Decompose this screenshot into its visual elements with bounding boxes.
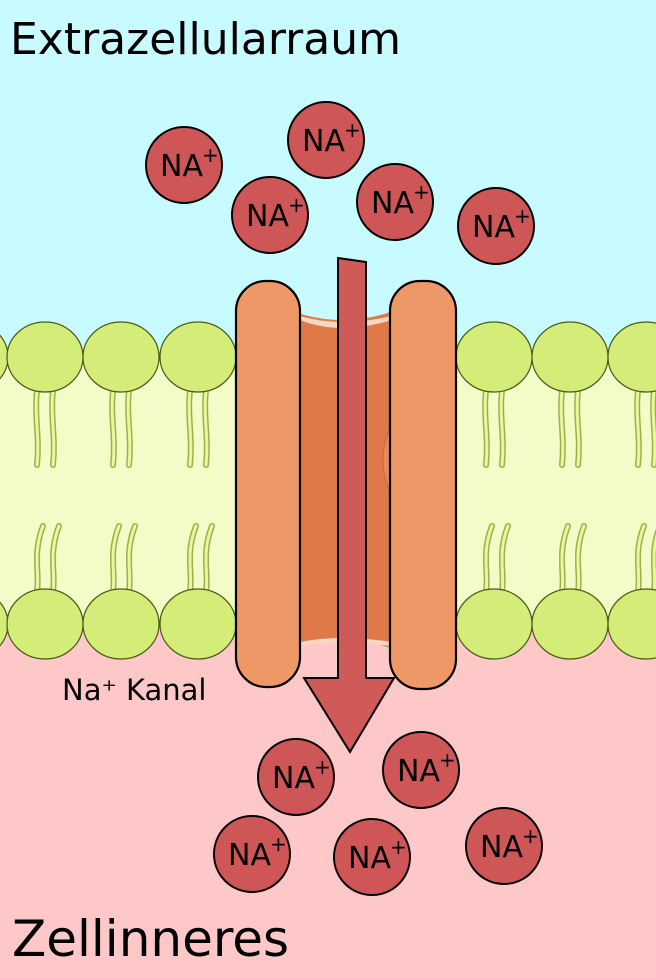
channel-subunit-left xyxy=(234,279,302,689)
lipid-head xyxy=(531,321,609,393)
intracellular-label: Zellinneres xyxy=(12,910,290,968)
ion-label: NA xyxy=(371,186,414,221)
ion-charge: + xyxy=(413,180,430,204)
lipid-tail-highlight xyxy=(34,388,40,467)
lipid-tail-highlight xyxy=(51,524,61,593)
ion-charge: + xyxy=(270,832,287,856)
ion-charge: + xyxy=(288,193,305,217)
ion-circle xyxy=(333,818,411,896)
sodium-ion: NA+ xyxy=(356,163,434,241)
lipid-tail-highlight xyxy=(635,388,641,467)
sodium-ion: NA+ xyxy=(287,101,365,179)
ion-charge: + xyxy=(522,824,539,848)
ion-circle xyxy=(213,815,291,893)
sodium-channel xyxy=(234,256,458,754)
ion-circle xyxy=(457,187,535,265)
ion-circle xyxy=(231,176,309,254)
ion-circle xyxy=(287,101,365,179)
channel-subunit-right xyxy=(388,279,458,691)
extracellular-label: Extrazellularraum xyxy=(10,14,401,65)
ion-label: NA xyxy=(302,124,345,159)
ion-charge: + xyxy=(390,835,407,859)
ion-flow-arrow xyxy=(302,256,396,754)
ion-charge: + xyxy=(439,748,456,772)
sodium-ion: NA+ xyxy=(257,738,335,816)
lipid-tail-highlight xyxy=(483,388,489,467)
ion-charge: + xyxy=(514,204,531,228)
lipid-tail-highlight xyxy=(203,388,209,467)
lipid-tail-highlight xyxy=(484,524,494,593)
lipid-tail-highlight xyxy=(651,388,656,467)
lipid-tail-highlight xyxy=(500,524,510,593)
ion-label: NA xyxy=(472,210,515,245)
lipid-tail-highlight xyxy=(575,388,581,467)
lipid-head xyxy=(159,321,237,393)
lipid-head xyxy=(607,588,656,660)
lipid-tail-highlight xyxy=(636,524,646,593)
lipid-tail-highlight xyxy=(110,388,116,467)
ion-charge: + xyxy=(314,755,331,779)
channel-label: Na⁺ Kanal xyxy=(62,673,207,707)
sodium-ion: NA+ xyxy=(333,818,411,896)
sodium-ion: NA+ xyxy=(382,731,460,809)
sodium-ion: NA+ xyxy=(213,815,291,893)
ion-label: NA xyxy=(397,754,440,789)
lipid-tail-highlight xyxy=(127,524,137,593)
ion-label: NA xyxy=(348,841,391,876)
ion-label: NA xyxy=(160,149,203,184)
lipid-tail-highlight xyxy=(126,388,132,467)
ion-charge: + xyxy=(344,118,361,142)
lipid-tail-highlight xyxy=(188,524,198,593)
ion-charge: + xyxy=(202,143,219,167)
lipid-bilayer xyxy=(0,321,656,660)
lipid-tail-highlight xyxy=(187,388,193,467)
ions-extracellular: NA+NA+NA+NA+NA+ xyxy=(145,101,535,265)
lipid-head xyxy=(607,321,656,393)
lipid-tail-highlight xyxy=(499,388,505,467)
sodium-ion: NA+ xyxy=(465,807,543,885)
lipid-tail-highlight xyxy=(560,524,570,593)
ion-circle xyxy=(465,807,543,885)
lipid-tail-highlight xyxy=(50,388,56,467)
sodium-ion: NA+ xyxy=(457,187,535,265)
lipid-head xyxy=(82,588,160,660)
lipid-head xyxy=(6,588,84,660)
sodium-ion: NA+ xyxy=(145,126,223,204)
lipid-tail-highlight xyxy=(111,524,121,593)
ion-circle xyxy=(257,738,335,816)
lipid-head xyxy=(82,321,160,393)
lipid-tail-highlight xyxy=(559,388,565,467)
lipid-tail-highlight xyxy=(652,533,656,593)
ion-circle xyxy=(145,126,223,204)
ion-label: NA xyxy=(228,838,271,873)
ions-intracellular: NA+NA+NA+NA+NA+ xyxy=(213,731,543,896)
ion-label: NA xyxy=(272,761,315,796)
lipid-head xyxy=(6,321,84,393)
lipid-head xyxy=(455,321,533,393)
ion-circle xyxy=(356,163,434,241)
lipid-head xyxy=(455,588,533,660)
sodium-ion: NA+ xyxy=(231,176,309,254)
ion-label: NA xyxy=(480,830,523,865)
ion-circle xyxy=(382,731,460,809)
lipid-head xyxy=(159,588,237,660)
lipid-tail-highlight xyxy=(576,524,586,593)
lipid-head xyxy=(531,588,609,660)
lipid-tail-highlight xyxy=(204,524,214,593)
ion-label: NA xyxy=(246,199,289,234)
lipid-tail-highlight xyxy=(35,524,45,593)
